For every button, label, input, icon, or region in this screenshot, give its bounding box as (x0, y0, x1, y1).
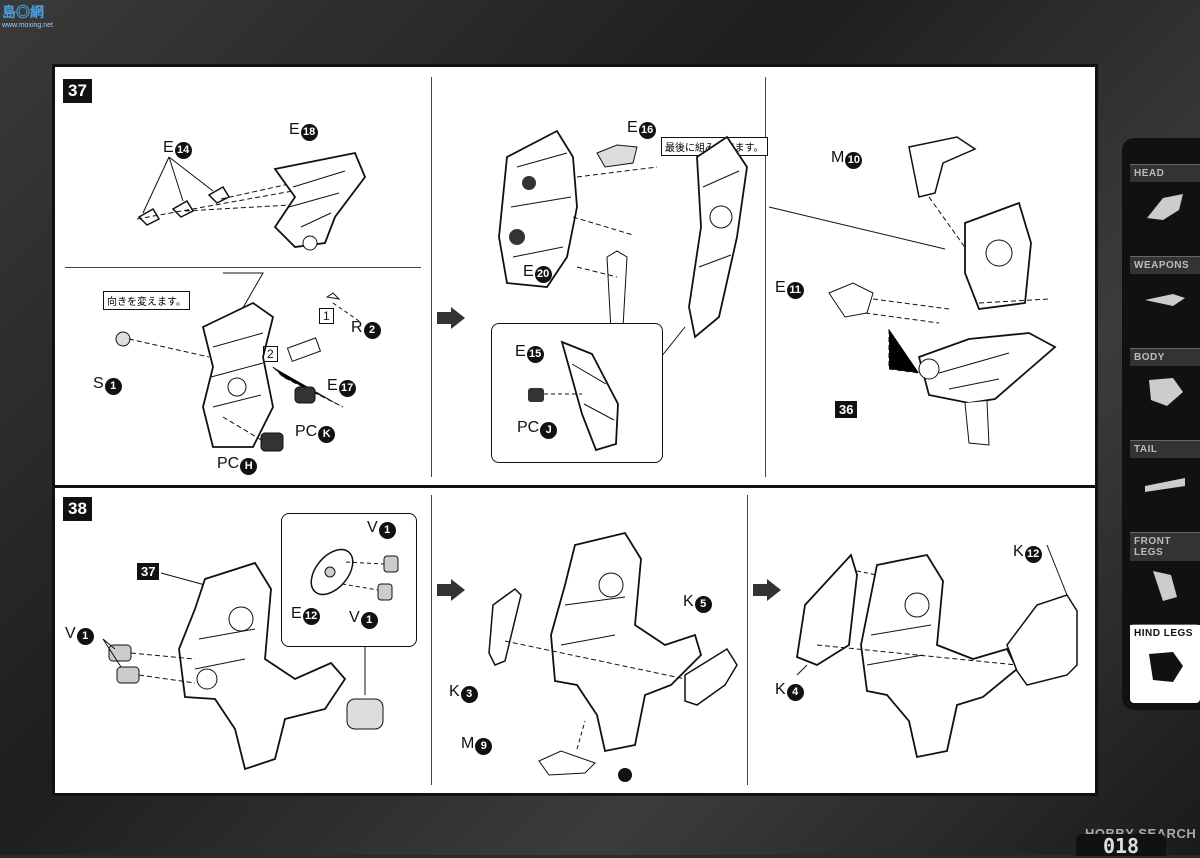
body-icon (1149, 378, 1183, 406)
head-icon (1147, 194, 1183, 220)
sidebar-item-head[interactable]: HEAD (1130, 164, 1200, 243)
site-logo-url: www.moxing.net (2, 22, 53, 29)
divider (765, 77, 766, 477)
sidebar-item-label: TAIL (1130, 441, 1200, 458)
tail-icon (1145, 478, 1185, 492)
inset-part-drawing (528, 340, 619, 452)
leg-frame-drawing (115, 272, 360, 452)
sidebar-item-label: BODY (1130, 349, 1200, 366)
divider (747, 495, 748, 785)
hind-leg-assembly-drawing (768, 136, 1057, 446)
inset-part-drawing (310, 548, 399, 601)
sidebar-item-label: FRONT LEGS (1130, 533, 1200, 561)
leg-side-drawing (498, 129, 748, 388)
site-logo-text: 島◎網 (2, 4, 44, 20)
hind-leg-armor-drawing (488, 531, 738, 782)
sidebar-item-front-legs[interactable]: FRONT LEGS (1130, 532, 1200, 611)
claw-parts-drawing (136, 151, 367, 251)
sidebar-item-label: WEAPONS (1130, 257, 1200, 274)
next-arrow-icon (437, 579, 465, 601)
sidebar-item-hind-legs[interactable]: HIND LEGS (1130, 624, 1200, 703)
divider (431, 495, 432, 785)
hind-leg-final-drawing (796, 544, 1078, 759)
weapons-icon (1145, 294, 1185, 306)
sidebar-item-label: HIND LEGS (1130, 625, 1200, 642)
page-number: 018 (1076, 834, 1166, 858)
note-turn-around: 向きを変えます。 (103, 291, 190, 310)
section-sidebar: HEAD WEAPONS BODY TAIL FRONT LEGS HIND L… (1122, 138, 1200, 710)
ref-step-37: 37 (137, 563, 160, 580)
divider (65, 267, 421, 268)
divider (431, 77, 432, 477)
hind-legs-icon (1149, 652, 1183, 682)
order-mark-1: 1 (319, 307, 334, 325)
sidebar-item-weapons[interactable]: WEAPONS (1130, 256, 1200, 335)
hind-leg-body-drawing (102, 561, 384, 771)
next-arrow-icon (437, 307, 465, 329)
sidebar-item-body[interactable]: BODY (1130, 348, 1200, 427)
sidebar-item-label: HEAD (1130, 165, 1200, 182)
step-number: 37 (63, 79, 92, 103)
order-mark-2: 2 (263, 345, 278, 363)
inset-detail (491, 323, 663, 463)
next-arrow-icon (753, 579, 781, 601)
sidebar-item-tail[interactable]: TAIL (1130, 440, 1200, 519)
front-legs-icon (1153, 571, 1177, 601)
ref-step-36: 36 (835, 401, 858, 418)
site-logo: 島◎網 www.moxing.net (2, 2, 53, 29)
step-number: 38 (63, 497, 92, 521)
